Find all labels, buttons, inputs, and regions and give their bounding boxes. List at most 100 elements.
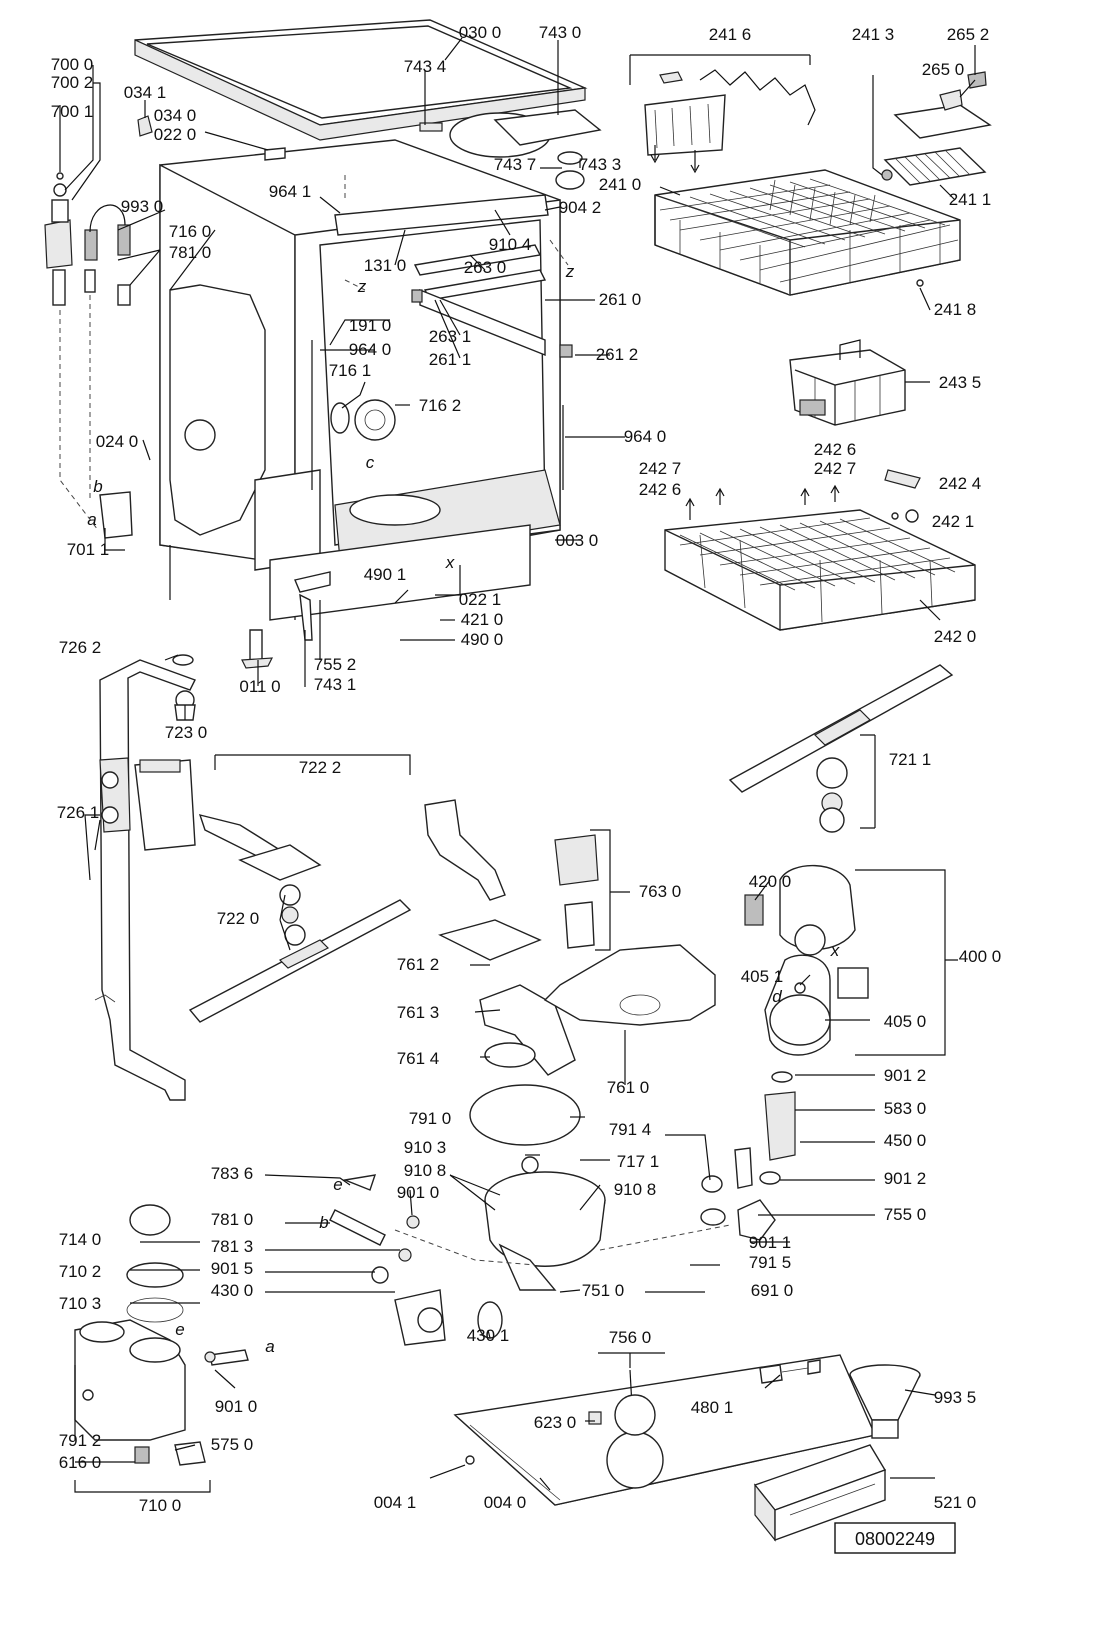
part-number-label: 490 1 xyxy=(364,565,407,584)
part-number-label: 964 0 xyxy=(624,427,667,446)
part-number-label: 714 0 xyxy=(59,1230,102,1249)
connection-letter: b xyxy=(93,477,102,496)
part-number-label: 993 5 xyxy=(934,1388,977,1407)
part-number-label: 743 4 xyxy=(404,57,447,76)
part-number-label: 781 0 xyxy=(211,1210,254,1229)
drawing-number: 08002249 xyxy=(855,1529,935,1549)
part-number-label: 716 1 xyxy=(329,361,372,380)
part-number-label: 265 2 xyxy=(947,25,990,44)
part-number-label: 710 2 xyxy=(59,1262,102,1281)
part-number-label: 701 1 xyxy=(67,540,110,559)
top-cover-part xyxy=(134,19,588,141)
part-number-label: 030 0 xyxy=(459,23,502,42)
part-number-label: 901 1 xyxy=(749,1233,792,1252)
water-softener-part xyxy=(74,1204,249,1466)
circulation-hose-parts xyxy=(700,1071,796,1241)
part-number-label: 405 0 xyxy=(884,1012,927,1031)
part-number-label: 717 1 xyxy=(617,1152,660,1171)
part-number-label: 964 1 xyxy=(269,182,312,201)
part-number-label: 242 7 xyxy=(814,459,857,478)
part-number-label: 241 1 xyxy=(949,190,992,209)
spray-tube-part xyxy=(94,654,196,1101)
part-number-label: 022 1 xyxy=(459,590,502,609)
part-number-label: 263 1 xyxy=(429,327,472,346)
part-number-label: 191 0 xyxy=(349,316,392,335)
part-number-label: 242 4 xyxy=(939,474,982,493)
part-number-label: 421 0 xyxy=(461,610,504,629)
part-number-label: 241 3 xyxy=(852,25,895,44)
part-number-label: 700 0 xyxy=(51,55,94,74)
part-number-label: 755 0 xyxy=(884,1205,927,1224)
part-number-label: 910 3 xyxy=(404,1138,447,1157)
part-number-label: 756 0 xyxy=(609,1328,652,1347)
part-number-label: 242 6 xyxy=(814,440,857,459)
small-parts-top-left xyxy=(44,115,331,669)
part-number-label: 623 0 xyxy=(534,1413,577,1432)
part-number-label: 910 8 xyxy=(614,1180,657,1199)
part-number-label: 904 2 xyxy=(559,198,602,217)
upper-spray-arm-part xyxy=(134,759,412,1023)
part-number-label: 910 8 xyxy=(404,1161,447,1180)
part-number-label: 450 0 xyxy=(884,1131,927,1150)
part-number-label: 242 0 xyxy=(934,627,977,646)
part-number-label: 781 3 xyxy=(211,1237,254,1256)
air-break-plate-part xyxy=(419,109,602,190)
part-number-label: 726 2 xyxy=(59,638,102,657)
part-number-label: 710 0 xyxy=(139,1496,182,1515)
part-number-label: 901 0 xyxy=(397,1183,440,1202)
part-number-label: 700 1 xyxy=(51,102,94,121)
part-number-label: 430 1 xyxy=(467,1326,510,1345)
part-number-label: 791 2 xyxy=(59,1431,102,1450)
part-number-label: 400 0 xyxy=(959,947,1002,966)
sump-parts xyxy=(424,799,716,1076)
part-number-label: 616 0 xyxy=(59,1453,102,1472)
part-number-label: 405 1 xyxy=(741,967,784,986)
connection-letter: b xyxy=(319,1213,328,1232)
basket-clips-part xyxy=(644,69,816,174)
part-number-label: 004 0 xyxy=(484,1493,527,1512)
connection-letter: x xyxy=(830,941,840,960)
part-number-label: 761 2 xyxy=(397,955,440,974)
part-number-label: 791 4 xyxy=(609,1120,652,1139)
part-number-label: 716 0 xyxy=(169,222,212,241)
part-number-label: 722 2 xyxy=(299,758,342,777)
base-tray-part xyxy=(453,1354,876,1506)
part-number-label: 700 2 xyxy=(51,73,94,92)
part-number-label: 022 0 xyxy=(154,125,197,144)
part-number-label: 993 0 xyxy=(121,197,164,216)
wash-pump-motor-part xyxy=(744,864,869,1056)
connection-letter: a xyxy=(265,1337,274,1356)
part-number-label: 011 0 xyxy=(239,677,280,696)
part-number-label: 791 5 xyxy=(749,1253,792,1272)
funnel-part xyxy=(849,1364,921,1439)
part-number-label: 263 0 xyxy=(464,258,507,277)
lower-basket-part xyxy=(664,469,976,631)
drawing-number-box: 08002249 xyxy=(834,1522,956,1554)
part-number-label: 901 2 xyxy=(884,1169,927,1188)
part-number-label: 964 0 xyxy=(349,340,392,359)
part-number-label: 261 1 xyxy=(429,350,472,369)
part-number-label: 716 2 xyxy=(419,396,462,415)
part-number-label: 242 6 xyxy=(639,480,682,499)
leader-lines xyxy=(59,37,976,1493)
upper-basket-part xyxy=(654,169,961,296)
part-number-label: 783 6 xyxy=(211,1164,254,1183)
control-module-part xyxy=(753,1444,887,1542)
part-number-label: 743 1 xyxy=(314,675,357,694)
connection-letter: z xyxy=(565,262,575,281)
connection-letter: d xyxy=(772,987,782,1006)
lower-spray-arm-part xyxy=(728,664,954,833)
part-number-label: 901 0 xyxy=(215,1397,258,1416)
part-number-label: 241 8 xyxy=(934,300,977,319)
part-number-label: 743 7 xyxy=(494,155,537,174)
part-number-label: 131 0 xyxy=(364,256,407,275)
cutlery-basket-part xyxy=(789,339,906,426)
part-number-label: 003 0 xyxy=(556,531,599,550)
part-number-label: 791 0 xyxy=(409,1109,452,1128)
part-number-label: 521 0 xyxy=(934,1493,977,1512)
part-number-label: 490 0 xyxy=(461,630,504,649)
part-number-label: 575 0 xyxy=(211,1435,254,1454)
